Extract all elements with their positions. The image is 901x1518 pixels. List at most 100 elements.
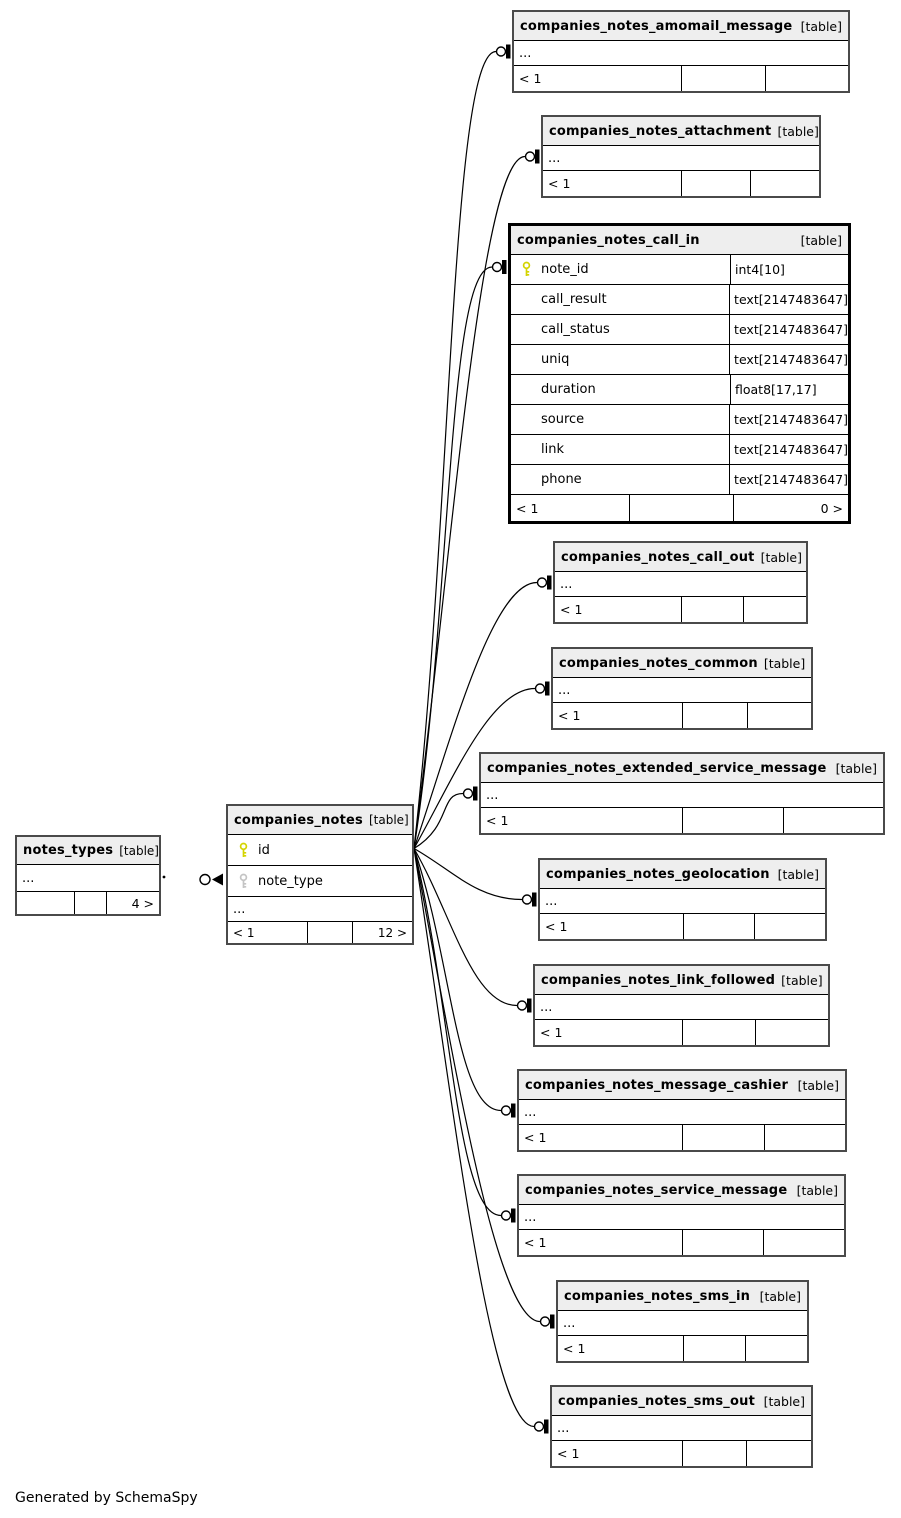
table-notes_types[interactable]: notes_types [table] ... 4 > [15, 835, 161, 916]
columns-ellipsis: ... [535, 995, 828, 1020]
table-companies_notes_link_followed[interactable]: companies_notes_link_followed [table] ..… [533, 964, 830, 1047]
table-companies_notes_call_in[interactable]: companies_notes_call_in [table] note_id … [508, 223, 851, 524]
columns-ellipsis: ... [17, 865, 159, 892]
table-footer: < 1 0 > [511, 495, 848, 521]
columns-ellipsis: ... [519, 1100, 845, 1125]
footer-children [764, 66, 849, 91]
footer-parents: < 1 [486, 813, 509, 828]
column-name: id [258, 842, 270, 858]
table-name-link[interactable]: companies_notes_sms_in [564, 1288, 751, 1304]
table-companies_notes_extended_service_message[interactable]: companies_notes_extended_service_message… [479, 752, 885, 835]
table-companies_notes_sms_out[interactable]: companies_notes_sms_out [table] ... < 1 [550, 1385, 813, 1468]
relationship-stub-dot [162, 875, 166, 879]
table-companies_notes_message_cashier[interactable]: companies_notes_message_cashier [table] … [517, 1069, 847, 1152]
footer-parents: < 1 [524, 1130, 547, 1145]
table-tag: [table] [368, 813, 409, 827]
column-name: duration [541, 382, 596, 397]
foreign-key-icon [239, 873, 247, 889]
table-name-link[interactable]: companies_notes_sms_out [558, 1393, 756, 1409]
column-name: note_id [541, 262, 589, 277]
table-header: companies_notes_message_cashier [table] [519, 1071, 845, 1100]
table-companies_notes_call_out[interactable]: companies_notes_call_out [table] ... < 1 [553, 541, 808, 624]
table-footer: < 1 12 > [228, 922, 412, 943]
table-header: companies_notes_sms_in [table] [558, 1282, 807, 1311]
primary-key-icon [239, 842, 247, 858]
table-name-link[interactable]: companies_notes [234, 812, 363, 828]
footer-parents: < 1 [519, 71, 542, 86]
table-name-link[interactable]: companies_notes_link_followed [541, 972, 776, 988]
column-row-phone: phone text[2147483647] [511, 465, 848, 495]
columns-ellipsis: ... [228, 897, 412, 922]
footer-children [754, 1020, 828, 1045]
table-name-link[interactable]: notes_types [23, 843, 114, 858]
table-companies_notes_sms_in[interactable]: companies_notes_sms_in [table] ... < 1 [556, 1280, 809, 1363]
table-companies_notes_geolocation[interactable]: companies_notes_geolocation [table] ... … [538, 858, 827, 941]
footer-spacer [682, 914, 754, 939]
columns-ellipsis: ... [553, 678, 811, 703]
key-slot [511, 261, 541, 278]
zero-or-one-circle [500, 1210, 512, 1221]
schemaspy-credit: Generated by SchemaSpy [15, 1490, 198, 1506]
relationship-line [413, 581, 538, 849]
table-name-link[interactable]: companies_notes_call_out [561, 549, 755, 565]
table-name-link[interactable]: companies_notes_message_cashier [525, 1077, 789, 1093]
footer-parents: < 1 [548, 176, 571, 191]
endpoint-bar [545, 681, 550, 696]
footer-parents: < 1 [524, 1235, 547, 1250]
table-footer: < 1 [552, 1441, 811, 1466]
column-name: phone [541, 472, 582, 487]
table-tag: [table] [835, 760, 877, 776]
zero-or-one-circle [539, 1316, 551, 1327]
table-footer: < 1 [519, 1230, 844, 1255]
footer-children: 0 > [732, 495, 848, 521]
fk-arrowhead [212, 873, 223, 886]
table-name-link[interactable]: companies_notes_common [559, 655, 758, 671]
table-name-link[interactable]: companies_notes_call_in [517, 232, 700, 248]
footer-children: 12 > [352, 922, 412, 943]
table-header: companies_notes_geolocation [table] [540, 860, 825, 889]
table-tag: [table] [800, 232, 842, 248]
relationship-line [413, 847, 523, 901]
table-header: companies_notes [table] [228, 806, 412, 835]
column-type: text[2147483647] [729, 435, 848, 464]
table-name-link[interactable]: companies_notes_geolocation [546, 866, 770, 882]
endpoint-bar [506, 44, 511, 59]
endpoint-bar [544, 1419, 549, 1434]
table-tag: [table] [763, 1393, 805, 1409]
table-footer: < 1 [555, 597, 806, 622]
table-header: companies_notes_link_followed [table] [535, 966, 828, 995]
zero-or-one-circle [491, 261, 503, 273]
columns-ellipsis: ... [543, 146, 819, 171]
table-footer: < 1 [481, 808, 883, 833]
table-name-link[interactable]: companies_notes_attachment [549, 123, 772, 139]
footer-spacer [681, 1230, 763, 1255]
table-companies_notes_common[interactable]: companies_notes_common [table] ... < 1 [551, 647, 813, 730]
table-name-link[interactable]: companies_notes_extended_service_message [487, 760, 827, 776]
columns-ellipsis: ... [481, 783, 883, 808]
footer-parents: < 1 [560, 602, 583, 617]
zero-or-one-circle [536, 577, 548, 588]
table-companies_notes_service_message[interactable]: companies_notes_service_message [table] … [517, 1174, 846, 1257]
table-companies_notes[interactable]: companies_notes [table] id note_type ...… [226, 804, 414, 945]
column-type: float8[17,17] [730, 375, 848, 404]
table-companies_notes_attachment[interactable]: companies_notes_attachment [table] ... <… [541, 115, 821, 198]
endpoint-bar [511, 1208, 516, 1223]
table-companies_notes_amomail_message[interactable]: companies_notes_amomail_message [table] … [512, 10, 850, 93]
table-footer: < 1 [543, 171, 819, 196]
table-name-link[interactable]: companies_notes_service_message [525, 1182, 788, 1198]
table-header: companies_notes_attachment [table] [543, 117, 819, 146]
table-header: companies_notes_call_in [table] [511, 226, 848, 255]
footer-children [762, 1230, 844, 1255]
footer-parents: < 1 [540, 1025, 563, 1040]
footer-parents: < 1 [558, 708, 581, 723]
footer-spacer [628, 495, 733, 521]
footer-spacer [680, 597, 744, 622]
endpoint-bar [547, 575, 552, 590]
footer-parents: < 1 [563, 1341, 586, 1356]
table-name-link[interactable]: companies_notes_amomail_message [520, 18, 793, 34]
relationship-line [413, 848, 502, 1112]
footer-children [746, 1441, 811, 1466]
column-type: text[2147483647] [729, 285, 848, 314]
column-type: text[2147483647] [729, 465, 848, 494]
